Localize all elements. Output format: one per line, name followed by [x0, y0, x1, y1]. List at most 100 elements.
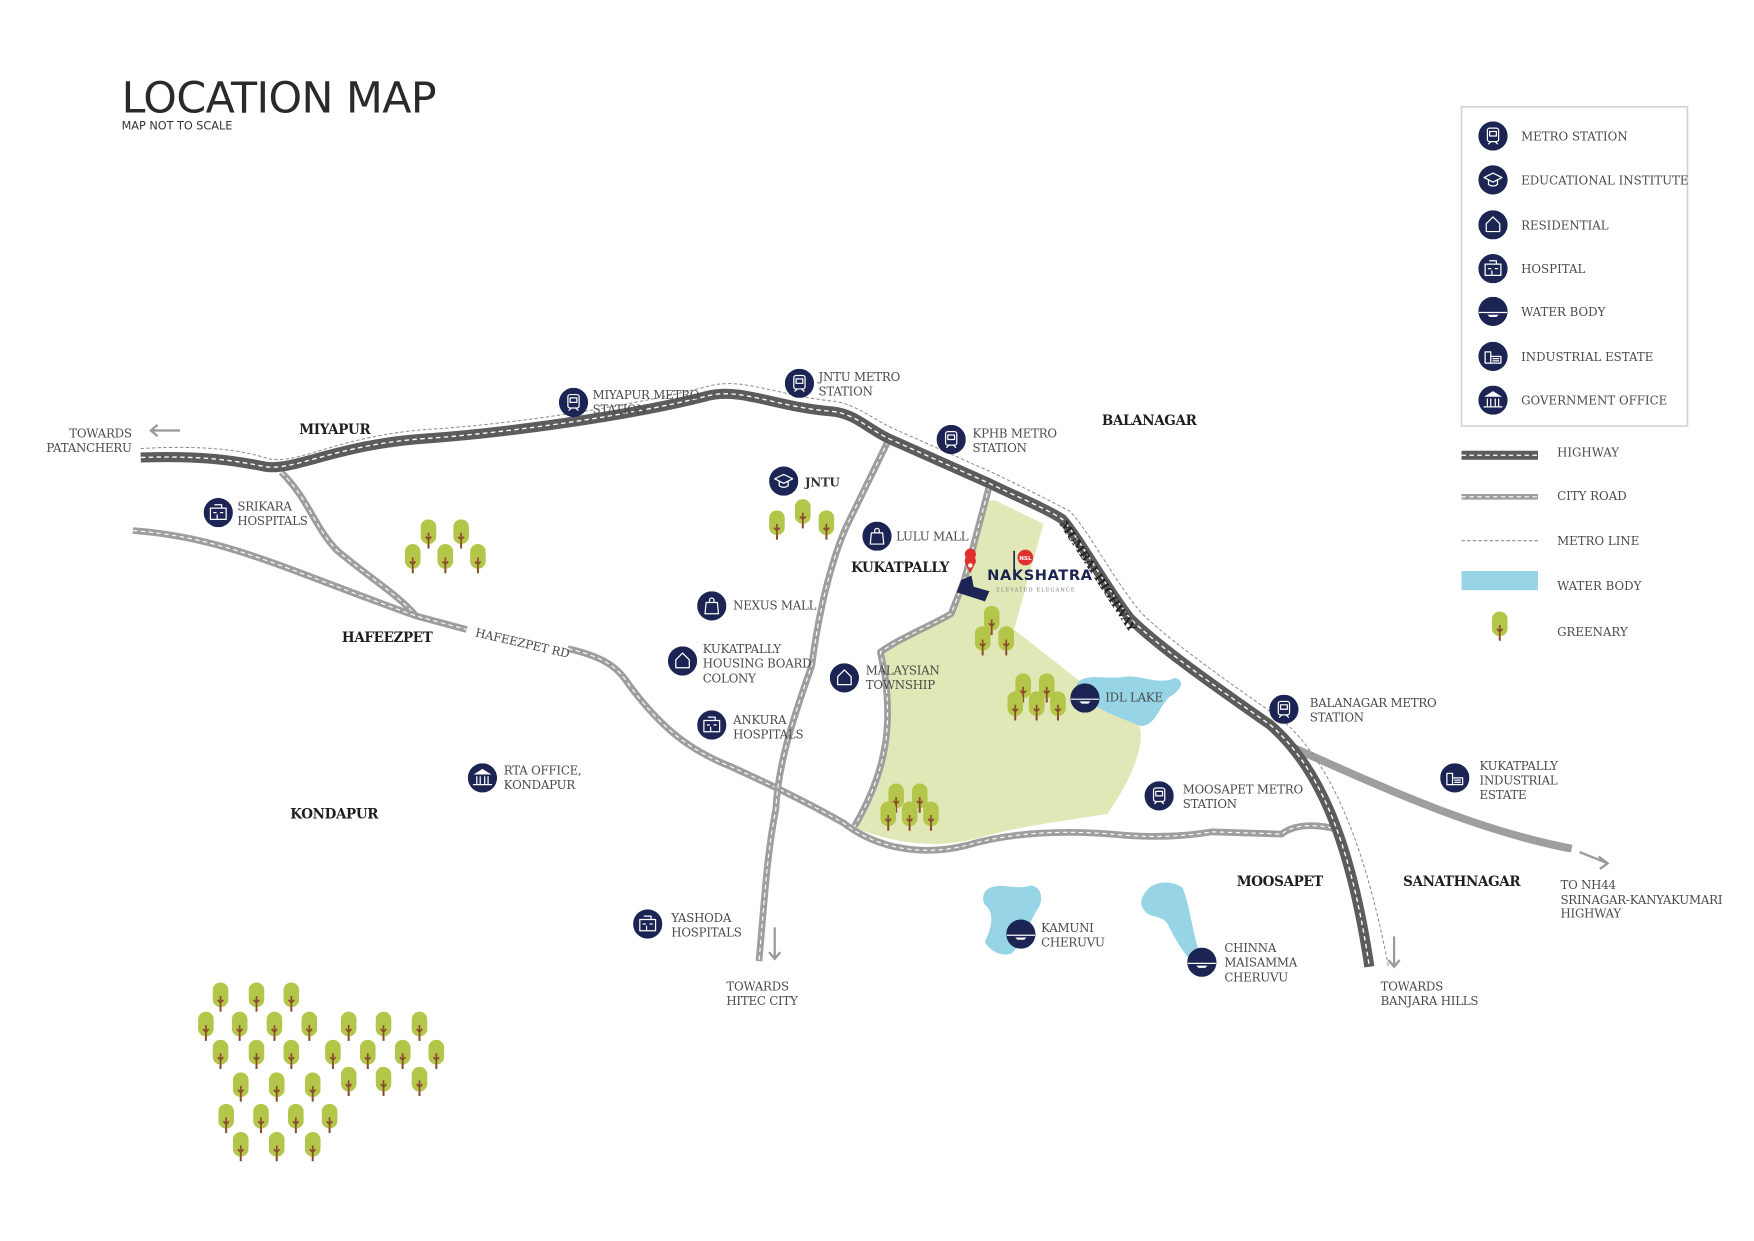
arrow-left-icon: [149, 424, 181, 438]
tree-icon: [794, 499, 811, 530]
legend-label: RESIDENTIAL: [1521, 218, 1609, 232]
tree-icon: [340, 1066, 357, 1098]
education-icon: [1478, 165, 1508, 195]
residential-icon: [1478, 210, 1508, 240]
page-title: LOCATION MAP: [122, 73, 436, 123]
arrow-down-icon: [768, 927, 782, 961]
tree-icon: [769, 510, 785, 541]
svg-text:NEXUS MALL: NEXUS MALL: [733, 598, 817, 612]
poi-lulu-mall[interactable]: LULU MALL: [862, 521, 969, 551]
industrial-icon: [1478, 341, 1508, 371]
shopping-bag-icon: [697, 591, 727, 621]
place-sanathnagar: SANATHNAGAR: [1403, 874, 1521, 890]
greenary-area: [856, 500, 1141, 844]
tree-icon: [359, 1039, 376, 1071]
nsl-logo-icon: [1017, 549, 1034, 566]
poi-rta-office[interactable]: RTA OFFICE,KONDAPUR: [467, 763, 582, 793]
project-building-icon: [956, 575, 990, 602]
metro-icon: [1144, 781, 1174, 811]
chinna-maisamma-cheruvu-lake: [1141, 882, 1199, 965]
metro-icon: [936, 424, 966, 455]
water-body-icon: [1070, 683, 1100, 713]
tree-icon: [248, 1039, 265, 1071]
place-moosapet: MOOSAPET: [1237, 874, 1324, 890]
tree-icon: [287, 1103, 304, 1135]
arrow-down-icon: [1387, 936, 1401, 969]
metro-icon: [1478, 121, 1508, 151]
tree-icon: [428, 1039, 445, 1071]
legend-label: HIGHWAY: [1557, 445, 1619, 459]
tree-icon: [394, 1039, 411, 1071]
legend-label: WATER BODY: [1521, 305, 1606, 319]
poi-nexus-mall[interactable]: NEXUS MALL: [697, 591, 817, 621]
hospital-icon: [1478, 254, 1508, 284]
tree-icon: [268, 1072, 285, 1103]
metro-icon: [558, 387, 589, 418]
tree-icon: [1491, 611, 1508, 642]
svg-text:LULU MALL: LULU MALL: [896, 530, 969, 544]
residential-icon: [667, 646, 698, 676]
city-roads: [132, 439, 1573, 962]
tree-icon: [268, 1131, 285, 1163]
education-icon: [769, 466, 799, 496]
arrow-right-icon: [1579, 851, 1610, 870]
project-name: NAKSHATRA: [987, 567, 1092, 584]
tree-icon: [212, 1039, 229, 1071]
poi-jntu[interactable]: JNTU: [769, 466, 841, 496]
government-icon: [1478, 385, 1508, 415]
metro-icon: [1269, 694, 1299, 724]
tree-icon: [283, 1039, 300, 1071]
place-hafeezpet: HAFEEZPET: [342, 630, 433, 646]
project-tagline: ELEVATED ELEGANCE: [996, 587, 1076, 593]
government-icon: [467, 763, 498, 793]
legend-water-swatch: [1461, 571, 1538, 591]
tree-icon: [420, 519, 437, 550]
legend: METRO STATION EDUCATIONAL INSTITUTE RESI…: [1460, 105, 1689, 642]
poi-idl-lake[interactable]: IDL LAKE: [1070, 683, 1163, 713]
kamuni-cheruvu-lake: [983, 885, 1042, 955]
project-nakshatra[interactable]: NSL NAKSHATRA ELEVATED ELEGANCE: [956, 548, 1093, 602]
location-pin-icon: [964, 548, 976, 574]
legend-label: EDUCATIONAL INSTITUTE: [1521, 173, 1688, 187]
residential-icon: [829, 663, 860, 693]
tree-icon: [266, 1011, 283, 1042]
hospital-icon: [633, 909, 663, 939]
legend-label: METRO LINE: [1557, 534, 1639, 548]
shopping-bag-icon: [862, 521, 892, 551]
tree-icon: [212, 982, 229, 1013]
legend-label: HOSPITAL: [1521, 262, 1585, 276]
tree-icon: [301, 1011, 318, 1042]
tree-icon: [321, 1103, 338, 1135]
highway: [140, 388, 1375, 968]
direction-arrows: [149, 424, 1610, 969]
hafeezpet-road-label: HAFEEZPET RD: [474, 626, 571, 661]
legend-label: INDUSTRIAL ESTATE: [1521, 350, 1653, 364]
tree-icon: [411, 1066, 428, 1098]
svg-text:JNTU: JNTU: [804, 476, 840, 490]
svg-text:IDL LAKE: IDL LAKE: [1105, 690, 1163, 704]
project-brand: NSL: [1019, 556, 1032, 562]
legend-label: GREENARY: [1557, 625, 1628, 639]
